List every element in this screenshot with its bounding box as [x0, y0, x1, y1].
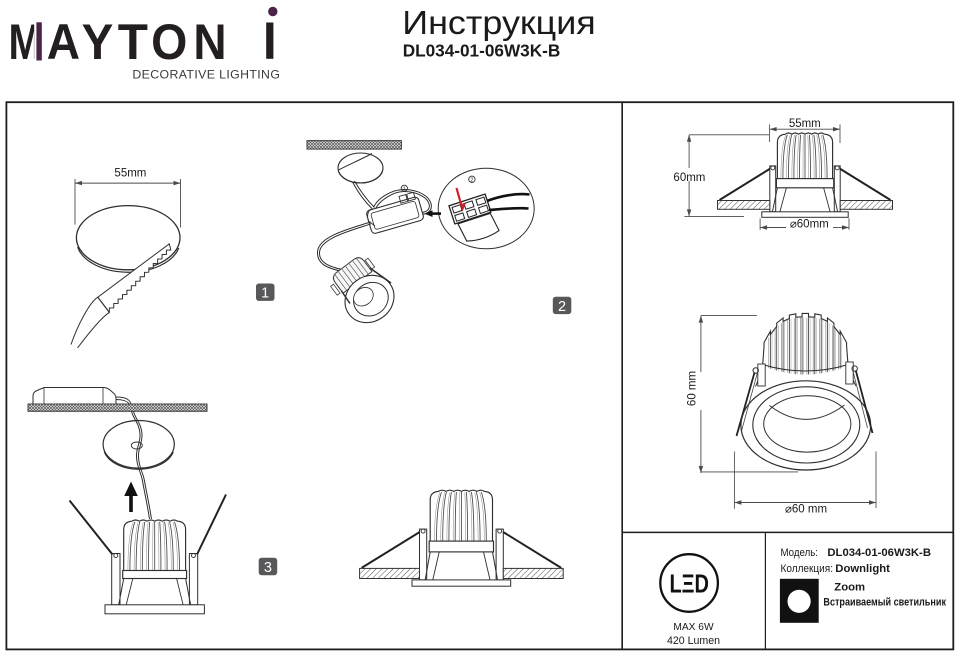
svg-text:O: O [151, 14, 187, 70]
svg-text:DECORATIVE LIGHTING: DECORATIVE LIGHTING [132, 68, 280, 82]
svg-text:Zoom: Zoom [834, 581, 865, 593]
svg-text:⌀60mm: ⌀60mm [790, 218, 829, 230]
svg-text:DL034-01-06W3K-B: DL034-01-06W3K-B [827, 547, 931, 559]
svg-text:Модель:: Модель: [781, 547, 819, 559]
svg-text:N: N [193, 14, 226, 70]
svg-text:1: 1 [261, 286, 269, 302]
svg-text:⌀60 mm: ⌀60 mm [785, 504, 827, 516]
svg-text:2: 2 [558, 299, 566, 315]
svg-text:3: 3 [264, 560, 272, 576]
svg-text:60mm: 60mm [673, 172, 705, 184]
svg-text:60 mm: 60 mm [687, 371, 699, 406]
svg-text:A: A [47, 14, 80, 70]
svg-text:LΞD: LΞD [669, 568, 709, 598]
svg-text:MAX 6W: MAX 6W [673, 622, 714, 633]
svg-text:55mm: 55mm [114, 168, 146, 180]
svg-text:DL034-01-06W3K-B: DL034-01-06W3K-B [403, 41, 561, 61]
svg-text:2: 2 [470, 178, 473, 184]
svg-text:Y: Y [82, 14, 114, 70]
svg-text:Коллекция:: Коллекция: [781, 563, 834, 575]
svg-text:Инструкция: Инструкция [402, 5, 596, 42]
svg-text:Downlight: Downlight [835, 563, 890, 575]
svg-text:1: 1 [403, 187, 406, 193]
svg-text:T: T [118, 14, 148, 70]
svg-text:55mm: 55mm [789, 118, 821, 130]
svg-text:Встраиваемый светильник: Встраиваемый светильник [823, 596, 946, 608]
svg-text:420 Lumen: 420 Lumen [667, 635, 720, 647]
